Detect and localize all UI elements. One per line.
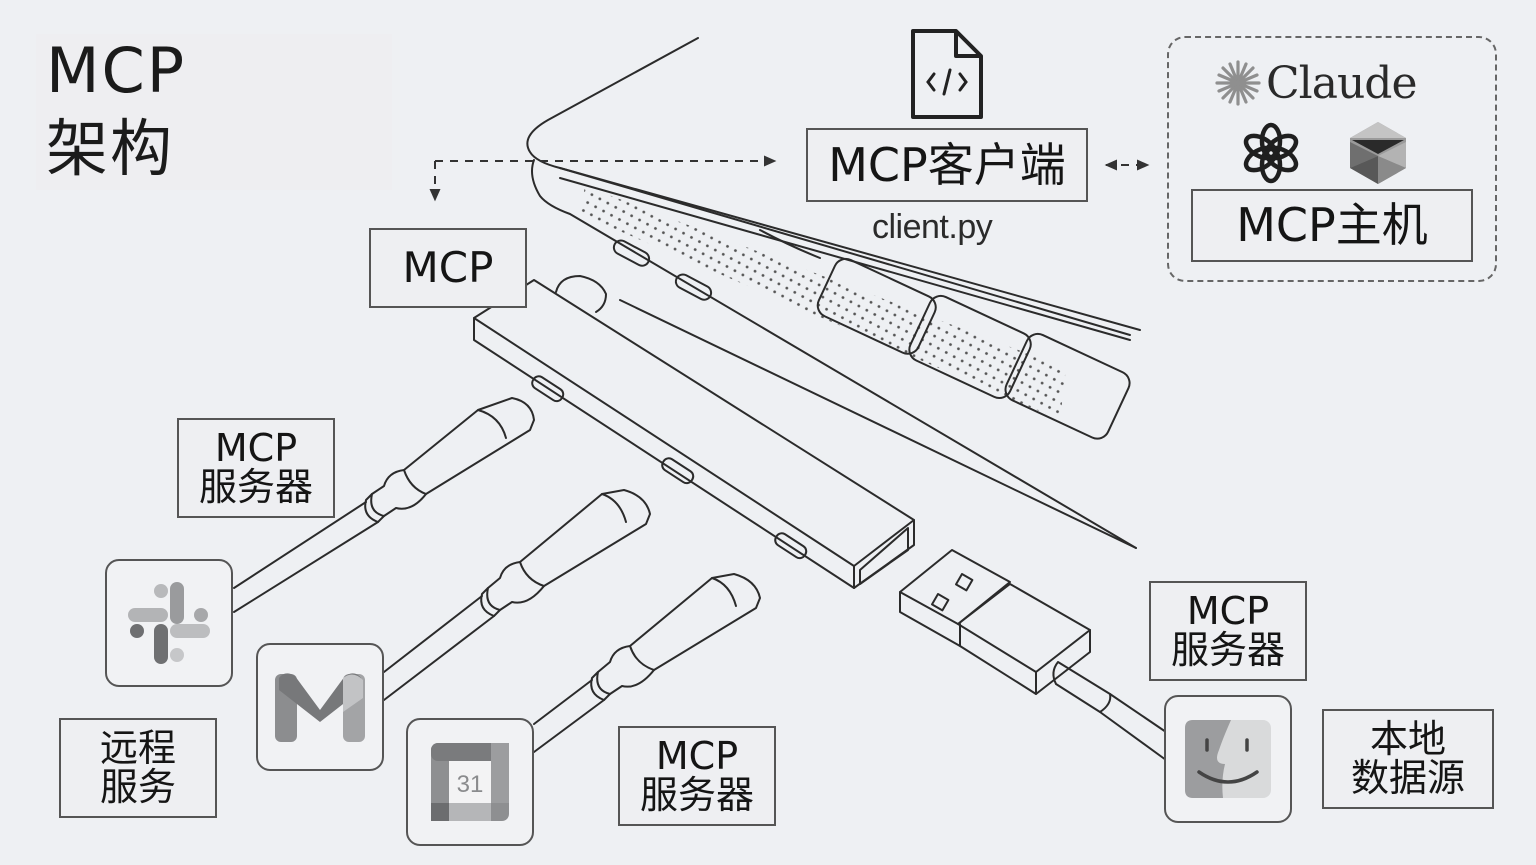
calendar-icon: 31 [431,743,509,821]
mcp-server-box-local: MCP 服务器 [1149,581,1307,681]
local-data-line2: 数据源 [1350,756,1465,800]
remote-services-line2: 服务 [99,765,176,809]
slack-app-tile[interactable] [105,559,233,687]
mcp-server-label-line2: 服务器 [198,465,313,509]
mcp-host-box: MCP主机 [1191,189,1473,262]
title-line-1: MCP [46,34,187,107]
mcp-host-label: MCP主机 [1236,198,1428,253]
gmail-icon [275,673,365,742]
openai-logo-icon [1243,122,1299,184]
local-data-line1: 本地 [1369,717,1446,762]
finder-app-tile[interactable] [1164,695,1292,823]
mcp-server-box-slack: MCP 服务器 [177,418,335,518]
calendar-app-tile[interactable]: 31 [406,718,534,846]
calendar-badge: 31 [457,771,484,798]
usb-c-cable-2 [383,489,651,701]
client-file-caption: client.py [872,208,993,246]
claude-sparkle-icon [1215,60,1261,106]
usb-c-cable-1 [233,397,535,613]
mcp-server-label-line1: MCP [1186,589,1270,634]
laptop-port [674,273,713,301]
usb-hub-illustration [473,275,915,589]
local-data-box: 本地 数据源 [1322,709,1494,809]
remote-services-box: 远程 服务 [59,718,217,818]
gmail-app-tile[interactable] [256,643,384,771]
remote-services-line1: 远程 [99,726,176,771]
claude-brand-name: Claude [1266,57,1418,109]
speaker-grille [580,186,1066,420]
code-file-icon [911,29,983,119]
mcp-server-label-line2: 服务器 [1170,628,1285,672]
mcp-server-box-calendar: MCP 服务器 [618,726,776,826]
claude-brand: Claude [1214,55,1418,111]
mcp-protocol-label: MCP [402,242,494,292]
mcp-server-label-line1: MCP [214,426,298,471]
finder-icon [1185,720,1271,798]
laptop-port [612,239,651,267]
mcp-server-label-line1: MCP [655,734,739,779]
mcp-protocol-box: MCP [369,228,527,308]
usb-a-cable [899,549,1167,761]
cube-logo-icon [1350,122,1406,184]
diagram-title: MCP 架构 [36,34,392,190]
mcp-client-box: MCP客户端 [806,128,1088,202]
laptop-illustration [526,37,1141,549]
mcp-server-label-line2: 服务器 [639,773,754,817]
mcp-host-group [1167,36,1497,282]
usb-c-cable-3 [533,573,761,753]
slack-icon [128,582,210,664]
mcp-client-label: MCP客户端 [828,137,1066,192]
title-line-2: 架构 [46,112,175,185]
